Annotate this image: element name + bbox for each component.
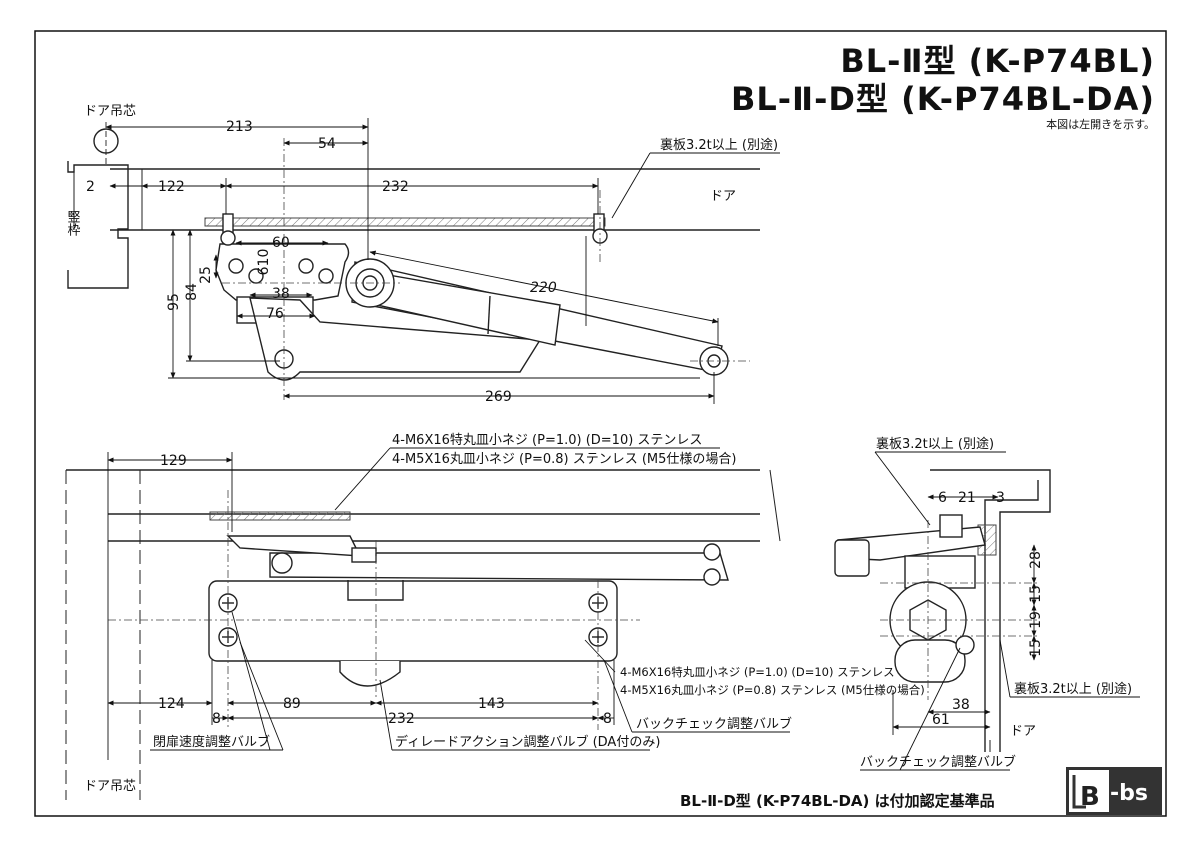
pivot-label-bottom: ドア吊芯: [84, 779, 136, 794]
title-line-2: BL-Ⅱ-D型 (K-P74BL-DA): [730, 80, 1155, 118]
closing-speed-valve: 閉扉速度調整バルブ: [153, 734, 270, 750]
dim-6: 6: [938, 490, 947, 506]
dim-76: 76: [266, 306, 284, 322]
door-label-side: ドア: [1010, 724, 1036, 739]
dim-143: 143: [478, 696, 505, 712]
dim-89: 89: [283, 696, 301, 712]
dim-28: 28: [1028, 551, 1044, 569]
screw-note-1: 4-M6X16特丸皿小ネジ (P=1.0) (D=10) ステンレス: [392, 433, 702, 448]
backplate-note-side-bottom: 裏板3.2t以上 (別途): [1014, 681, 1132, 697]
dim-269: 269: [485, 389, 512, 405]
top-view: [67, 118, 780, 404]
dim-38-top: 38: [272, 286, 290, 302]
door-label-top: ドア: [710, 189, 736, 204]
logo-letter: B: [1080, 782, 1100, 812]
mount-bracket: [215, 243, 350, 301]
dim-220: 220: [530, 280, 557, 296]
backplate-note-side-top: 裏板3.2t以上 (別途): [876, 436, 994, 452]
dim-610: 610: [256, 249, 272, 276]
frame-section: [67, 161, 129, 289]
dim-61: 61: [932, 712, 950, 728]
frame-label: 竪枠: [65, 210, 81, 236]
bl-bs-logo: B -bs: [1066, 767, 1162, 815]
screw-note-4: 4-M5X16丸皿小ネジ (P=0.8) ステンレス (M5仕様の場合): [620, 683, 925, 697]
dim-8-left: 8: [212, 711, 221, 727]
dim-15-lower: 15: [1028, 639, 1044, 657]
dim-38-side: 38: [952, 697, 970, 713]
footer-standard-note: BL-Ⅱ-D型 (K-P74BL-DA) は付加認定基準品: [680, 792, 995, 810]
screw-note-2: 4-M5X16丸皿小ネジ (P=0.8) ステンレス (M5仕様の場合): [392, 452, 736, 467]
title-line-1: BL-Ⅱ型 (K-P74BL): [840, 42, 1155, 80]
dim-19: 19: [1028, 611, 1044, 629]
dim-84: 84: [184, 283, 200, 301]
logo-suffix: -bs: [1110, 781, 1148, 806]
dim-15-upper: 15: [1028, 585, 1044, 603]
backcheck-valve-front: バックチェック調整バルブ: [636, 716, 792, 732]
screw-note-3: 4-M6X16特丸皿小ネジ (P=1.0) (D=10) ステンレス: [620, 665, 895, 679]
dim-54: 54: [318, 136, 336, 152]
dim-129: 129: [160, 453, 187, 469]
pivot-label-top: ドア吊芯: [84, 104, 136, 119]
front-view: [65, 447, 790, 800]
dim-124: 124: [158, 696, 185, 712]
delayed-action-valve: ディレードアクション調整バルブ (DA付のみ): [395, 734, 660, 750]
dim-8-right: 8: [603, 711, 612, 727]
dim-122: 122: [158, 179, 185, 195]
closer-body-front: [208, 580, 618, 662]
dim-60: 60: [272, 235, 290, 251]
dim-2: 2: [86, 179, 95, 195]
dim-232-top: 232: [382, 179, 409, 195]
backplate-hatch: [204, 217, 606, 227]
dim-25: 25: [198, 266, 214, 284]
side-view: [834, 451, 1140, 771]
backcheck-valve-side: バックチェック調整バルブ: [860, 754, 1016, 770]
dim-213: 213: [226, 119, 253, 135]
drawing-border: [34, 30, 1167, 817]
dim-232-front: 232: [388, 711, 415, 727]
front-arm: [269, 552, 729, 581]
dimension-labels: ドア吊芯 竪枠 ドア 裏板3.2t以上 (別途) 213 54 2 122 23…: [65, 104, 1133, 810]
title-note: 本図は左開きを示す。: [1046, 118, 1155, 131]
backplate-note-top: 裏板3.2t以上 (別途): [660, 137, 778, 153]
dim-95: 95: [166, 293, 182, 311]
dim-21: 21: [958, 490, 976, 506]
dim-3: 3: [996, 490, 1005, 506]
